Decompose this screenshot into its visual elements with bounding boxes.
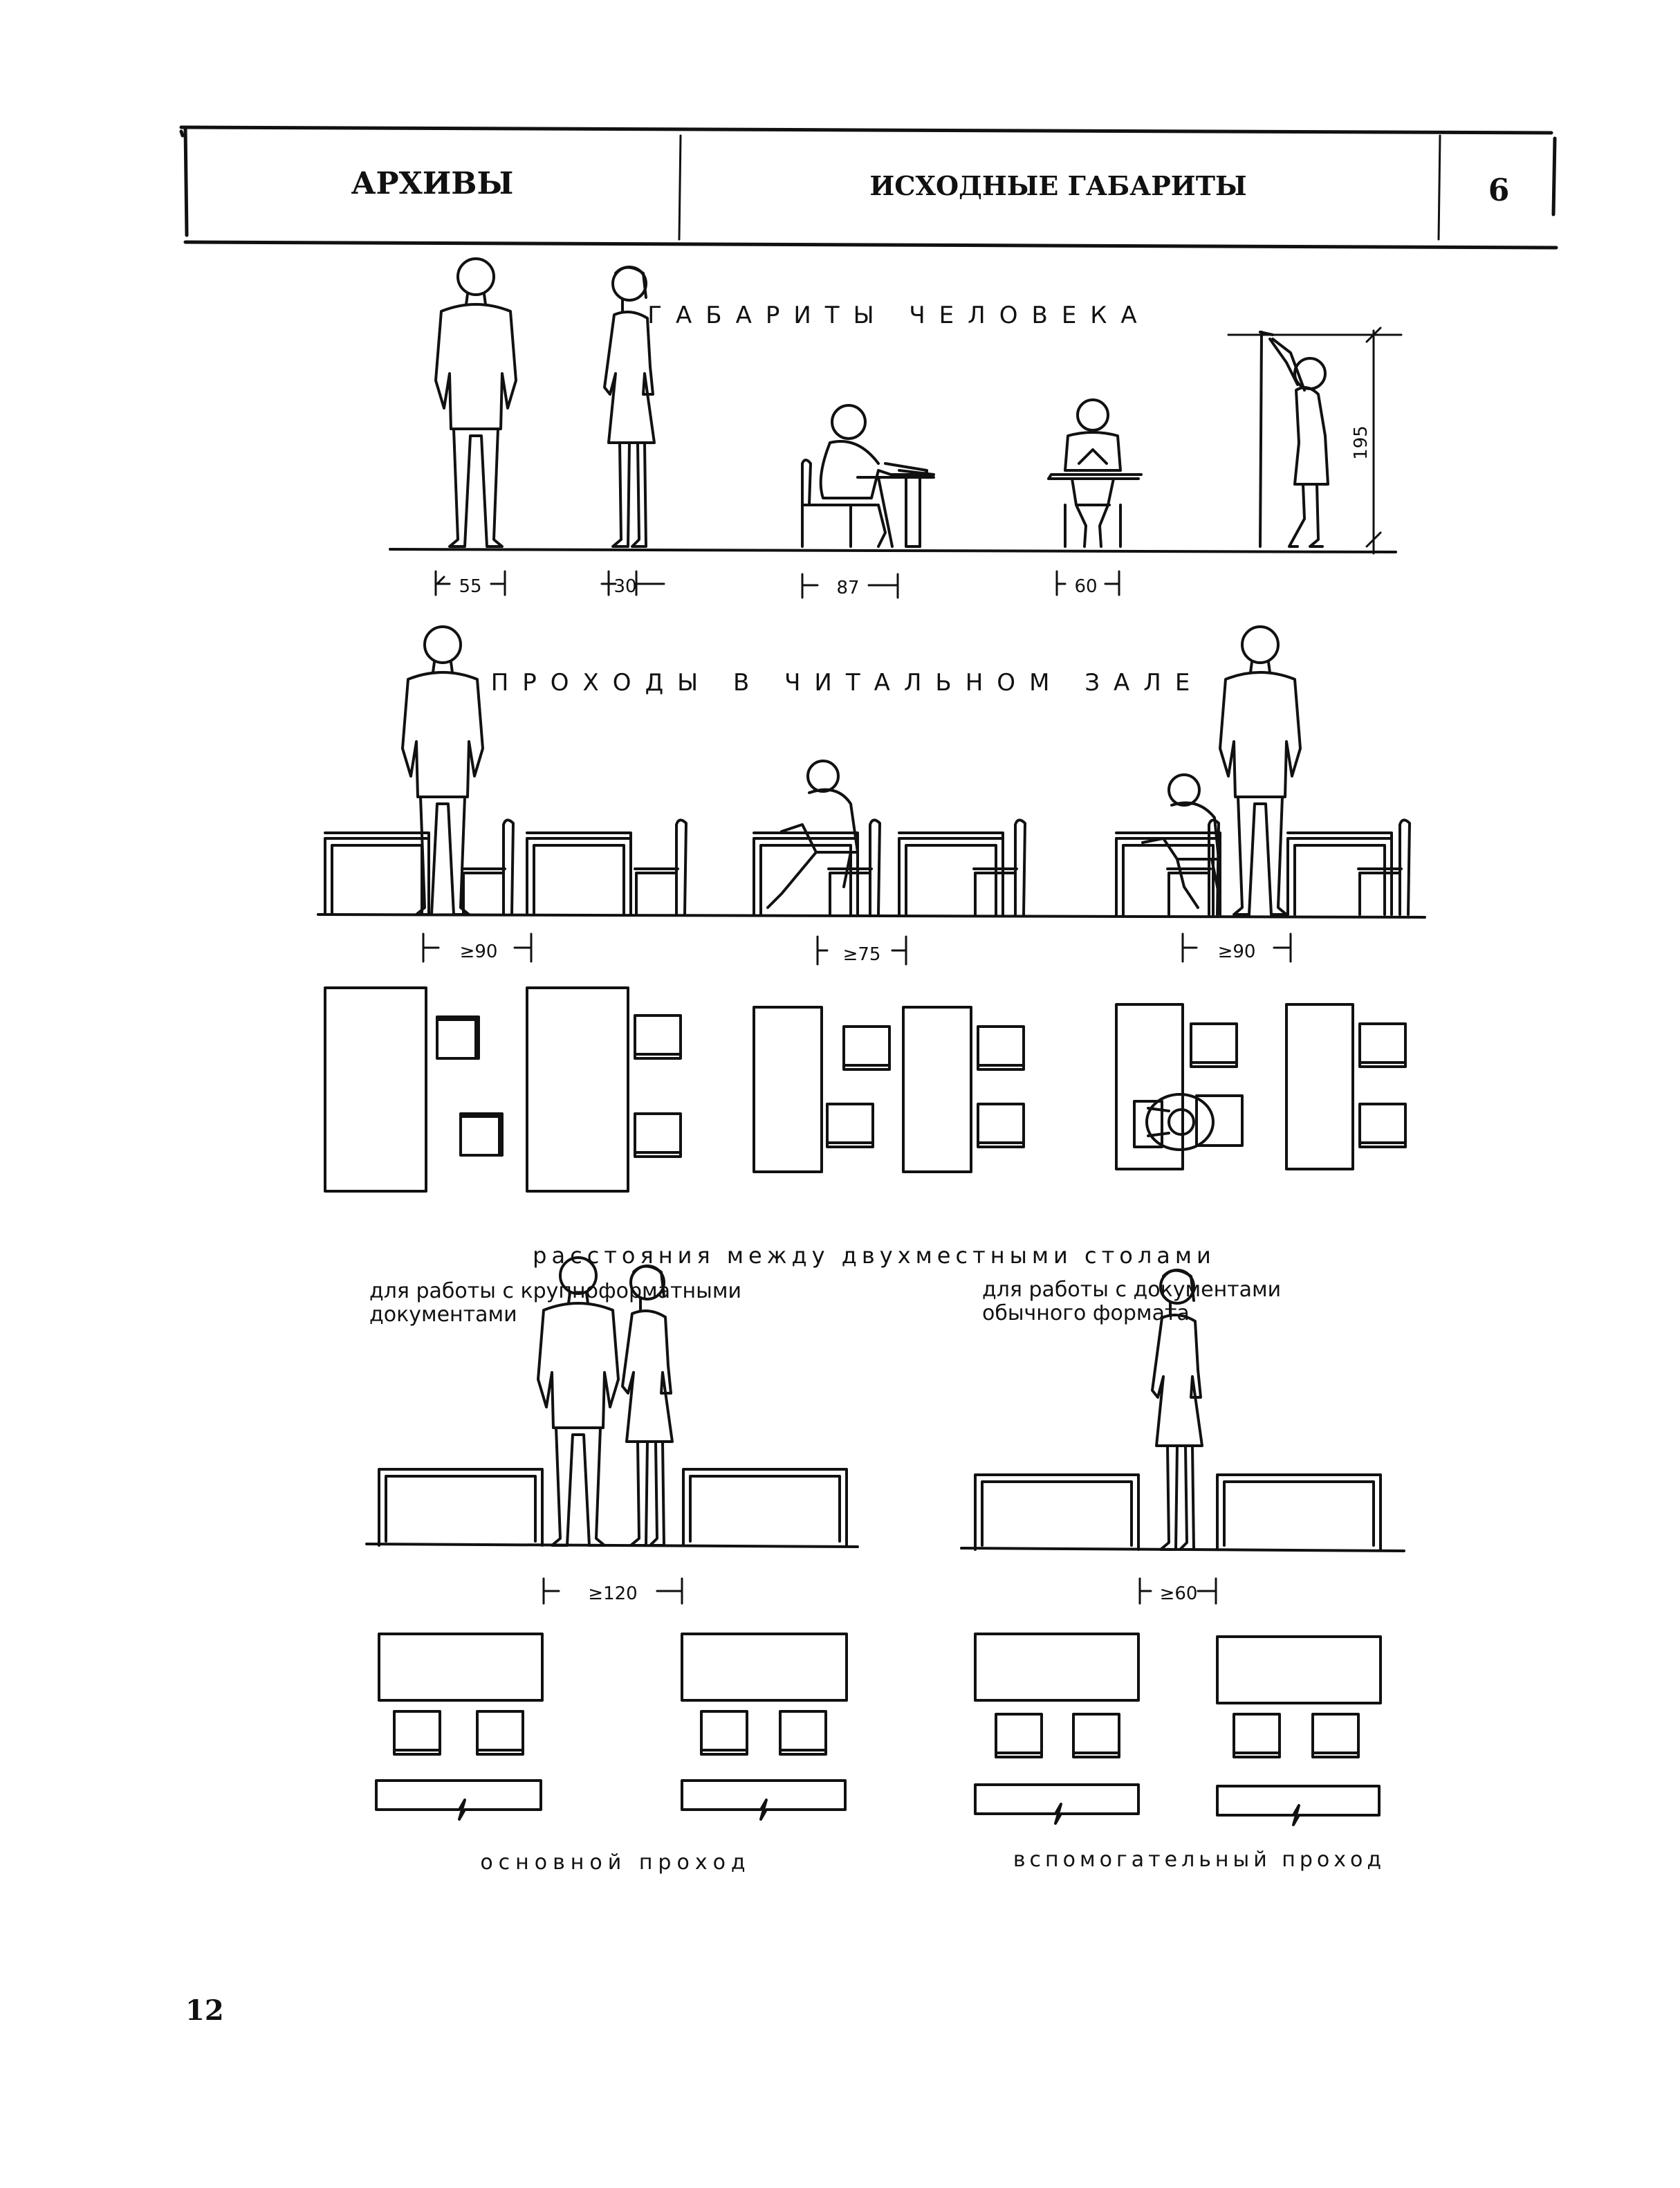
main-aisle-label: основной проход [480, 1850, 750, 1875]
section3-title: расстояния между двухместными столами [533, 1242, 1216, 1269]
dim-seated-depth: 87 [836, 578, 859, 598]
left-caption-line2: документами [369, 1303, 517, 1327]
double-table-elevations [365, 1256, 1405, 1552]
header-title: ИСХОДНЫЕ ГАБАРИТЫ [869, 170, 1246, 201]
section2-title: ПРОХОДЫ В ЧИТАЛЬНОМ ЗАЛЕ [491, 669, 1204, 697]
dim-seated-width: 60 [1074, 576, 1097, 597]
double-table-plans [375, 1633, 1382, 1826]
standing-woman-figure [603, 266, 656, 548]
section3-dimension-lines [542, 1577, 1217, 1605]
dim-passage-3: ≥90 [1218, 941, 1256, 962]
header-frame [179, 125, 1558, 250]
header-section: АРХИВЫ [351, 166, 514, 201]
dim-main-aisle: ≥120 [588, 1583, 637, 1604]
header-sheet-number: 6 [1488, 173, 1510, 208]
seated-figure-table [801, 404, 935, 548]
reading-room-elevations [317, 625, 1426, 919]
auxiliary-aisle-label: вспомогательный проход [1013, 1848, 1385, 1872]
dim-auxiliary-aisle: ≥60 [1160, 1583, 1198, 1604]
dim-woman-depth: 30 [613, 576, 636, 597]
dim-passage-2: ≥75 [843, 944, 881, 965]
right-caption-line2: обычного формата [982, 1301, 1190, 1325]
section1-dimension-lines [434, 570, 1120, 599]
reaching-figure [1259, 331, 1329, 548]
seated-figure-front [1047, 398, 1143, 548]
left-caption-line1: для работы с крупноформатными [369, 1279, 741, 1303]
dim-passage-1: ≥90 [460, 941, 498, 962]
right-caption-line1: для работы с документами [982, 1278, 1281, 1302]
standing-man-figure [434, 257, 517, 548]
page-number: 12 [185, 1994, 224, 2027]
reach-height-label: 195 [1351, 425, 1372, 460]
section1-title: ГАБАРИТЫ ЧЕЛОВЕКА [647, 302, 1150, 329]
section2-dimension-lines [422, 932, 1292, 966]
reading-room-plans [324, 986, 1407, 1193]
dim-man-width: 55 [459, 576, 481, 597]
human-dimensions-figures [389, 257, 1403, 555]
